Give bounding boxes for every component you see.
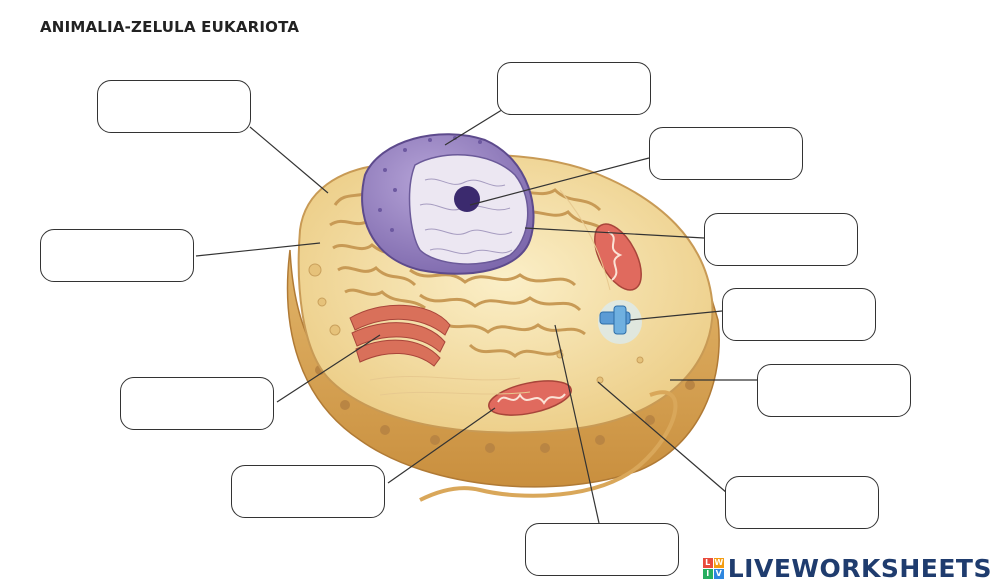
logo-letter-w: W (713, 558, 724, 568)
brand-name: LIVEWORKSHEETS (727, 554, 992, 583)
answer-box-2[interactable] (497, 62, 651, 115)
answer-box-8[interactable] (120, 377, 274, 430)
mitochondrion-bottom (488, 380, 572, 416)
page-title: ANIMALIA-ZELULA EUKARIOTA (40, 18, 300, 36)
mitochondrion-right (594, 223, 642, 291)
answer-box-3[interactable] (649, 127, 803, 180)
logo-letter-i: I (702, 569, 713, 579)
golgi-apparatus (349, 304, 451, 367)
answer-box-1[interactable] (97, 80, 251, 133)
answer-box-5[interactable] (704, 213, 858, 266)
cytoskeleton (369, 189, 611, 396)
answer-box-7[interactable] (757, 364, 911, 417)
logo-letter-l: L (702, 558, 713, 568)
answer-box-9[interactable] (231, 465, 385, 518)
answer-box-6[interactable] (722, 288, 876, 341)
logo-letter-v: V (713, 569, 724, 579)
liveworksheets-brand: L W I V LIVEWORKSHEETS (702, 554, 992, 583)
centrioles (598, 300, 642, 344)
answer-box-4[interactable] (40, 229, 194, 282)
answer-box-11[interactable] (525, 523, 679, 576)
answer-box-10[interactable] (725, 476, 879, 529)
nucleolus (454, 186, 480, 212)
membrane-pores (315, 365, 695, 453)
leader-lines (195, 107, 757, 524)
liveworksheets-logo-icon: L W I V (702, 558, 724, 579)
